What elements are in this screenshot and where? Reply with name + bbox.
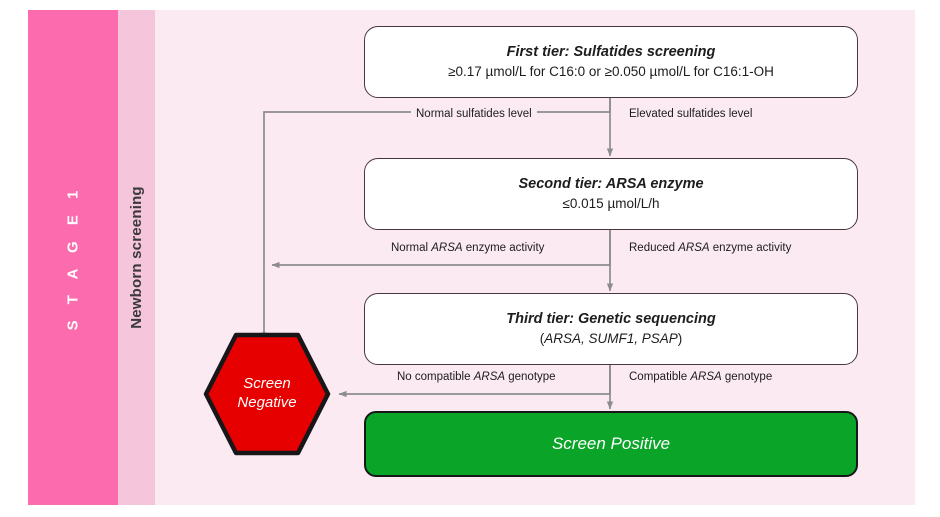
- node-screen-negative[interactable]: Screen Negative: [203, 332, 331, 456]
- node-first-tier-title: First tier: Sulfatides screening: [506, 43, 716, 60]
- paren-close: ): [677, 331, 683, 347]
- edge-label-elevated-sulfatides: Elevated sulfatides level: [624, 108, 758, 121]
- e3l-gene: ARSA: [473, 371, 506, 383]
- e2r-pre: Reduced: [629, 242, 679, 254]
- hexagon-shape: [203, 332, 331, 456]
- subject-banner: Newborn screening: [118, 10, 155, 505]
- e2r-post: enzyme activity: [709, 242, 792, 254]
- node-second-tier-criteria: ≤0.015 µmol/L/h: [562, 196, 660, 212]
- e2l-post: enzyme activity: [462, 242, 545, 254]
- e3r-post: genotype: [721, 371, 773, 383]
- e2l-gene: ARSA: [431, 242, 463, 254]
- paren-open: (: [539, 331, 545, 347]
- e3l-post: genotype: [505, 371, 556, 383]
- edge-label-compatible-genotype: Compatible ARSA genotype: [624, 371, 778, 384]
- node-first-tier-criteria: ≥0.17 µmol/L for C16:0 or ≥0.050 µmol/L …: [448, 64, 774, 80]
- node-screen-positive-label: Screen Positive: [551, 434, 671, 453]
- node-second-tier-title: Second tier: ARSA enzyme: [518, 175, 704, 192]
- node-second-tier[interactable]: Second tier: ARSA enzyme ≤0.015 µmol/L/h: [364, 158, 858, 230]
- e3l-pre: No compatible: [397, 371, 474, 383]
- node-third-tier-title: Third tier: Genetic sequencing: [506, 310, 716, 327]
- e2r-gene: ARSA: [678, 242, 710, 254]
- edge-label-normal-sulfatides: Normal sulfatides level: [411, 108, 537, 121]
- stage-banner: S T A G E 1: [28, 10, 118, 505]
- node-screen-positive[interactable]: Screen Positive: [364, 411, 858, 477]
- node-third-tier-genes: (ARSA, SUMF1, PSAP): [540, 330, 683, 348]
- e2l-pre: Normal: [391, 242, 432, 254]
- node-third-tier[interactable]: Third tier: Genetic sequencing (ARSA, SU…: [364, 293, 858, 365]
- e3r-pre: Compatible: [629, 371, 691, 383]
- gene-list: ARSA, SUMF1, PSAP: [544, 331, 678, 347]
- node-first-tier[interactable]: First tier: Sulfatides screening ≥0.17 µ…: [364, 26, 858, 98]
- edge-label-normal-arsa-activity: Normal ARSA enzyme activity: [386, 242, 550, 255]
- edge-label-reduced-arsa-activity: Reduced ARSA enzyme activity: [624, 242, 797, 255]
- e3r-gene: ARSA: [690, 371, 722, 383]
- edge-label-no-compatible-genotype: No compatible ARSA genotype: [392, 371, 561, 384]
